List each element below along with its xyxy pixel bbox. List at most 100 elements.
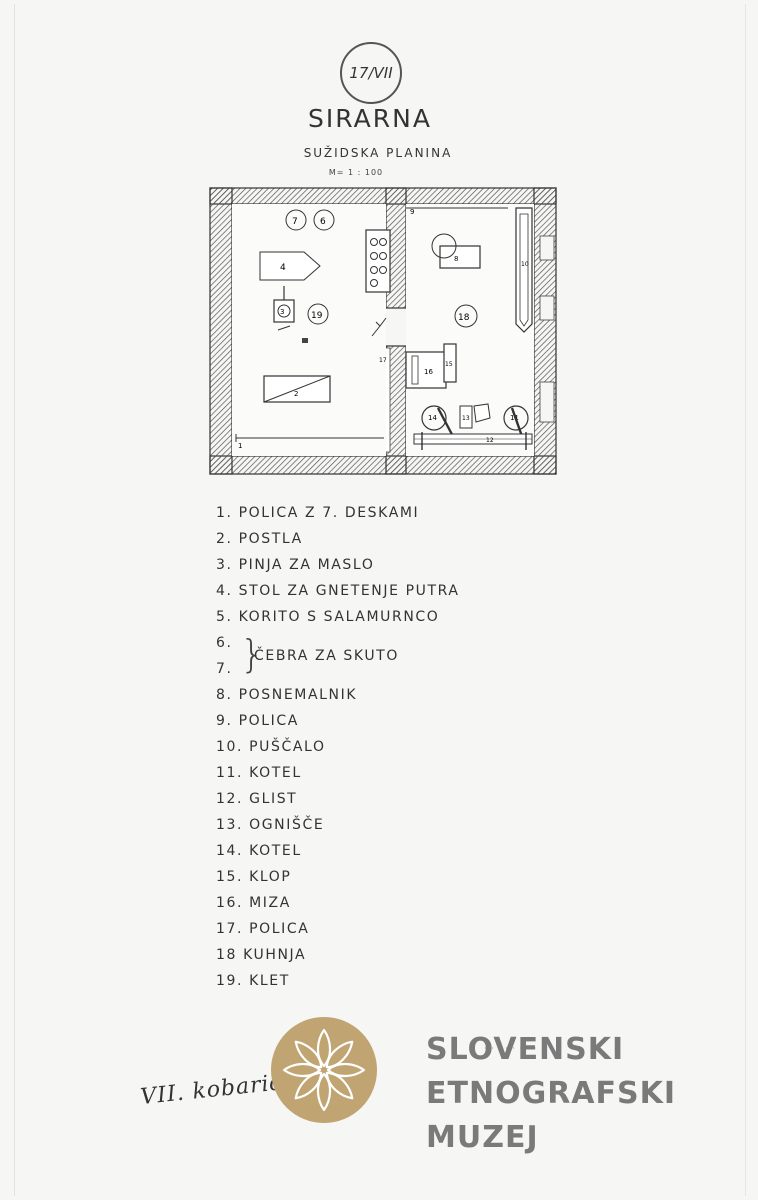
logo-flower-icon <box>282 1028 366 1112</box>
label-16: 16 <box>424 368 433 376</box>
drawing-title: SIRARNA <box>308 104 432 133</box>
logo-circle <box>271 1017 377 1123</box>
petal <box>294 1040 323 1069</box>
label-1: 1 <box>238 442 242 450</box>
catalog-number-circle: 17/VII <box>340 42 402 104</box>
legend-item: 7. <box>216 661 233 677</box>
label-17: 17 <box>379 357 387 364</box>
legend-item: 2. POSTLA <box>216 531 303 547</box>
wall-north <box>209 187 557 205</box>
legend-item: 16. MIZA <box>216 895 291 911</box>
room-klet <box>232 204 386 456</box>
legend-item: 17. POLICA <box>216 921 310 937</box>
kettle-14 <box>421 405 447 431</box>
table-drawer <box>411 355 419 385</box>
window-east-1 <box>539 235 555 261</box>
table <box>405 351 447 389</box>
trough-hole <box>379 266 387 274</box>
petal <box>325 1071 354 1100</box>
label-18: 18 <box>458 313 470 323</box>
label-4: 4 <box>280 263 286 273</box>
label-3: 3 <box>280 308 284 316</box>
kettle-11 <box>503 405 529 431</box>
skimmer <box>439 245 481 269</box>
churn-barrel <box>277 304 291 318</box>
drain-trough-inner <box>519 213 529 327</box>
kneading-table <box>259 251 321 281</box>
window-east-2 <box>539 295 555 321</box>
label-13: 13 <box>462 415 470 422</box>
petal <box>326 1062 366 1078</box>
kuhnja-room-marker <box>454 304 478 328</box>
trough-hole <box>379 238 387 246</box>
trough-hole <box>370 266 378 274</box>
legend-brace-group: 6. 7. } ČEBRA ZA SKUTO <box>216 630 536 682</box>
label-7: 7 <box>292 217 298 227</box>
legend-item: 1. POLICA Z 7. DESKAMI <box>216 505 420 521</box>
floor-plan: 7 6 4 3 19 2 1 17 9 8 10 18 16 15 13 14 <box>209 187 557 475</box>
tub-6 <box>313 209 335 231</box>
label-9: 9 <box>410 208 414 216</box>
paper-sheet <box>14 4 746 1196</box>
walls <box>209 187 557 475</box>
label-2: 2 <box>294 390 298 398</box>
petal <box>316 1028 332 1068</box>
legend-brace-text: ČEBRA ZA SKUTO <box>254 648 399 664</box>
legend-item: 9. POLICA <box>216 713 299 729</box>
museum-logo-icon <box>271 1017 377 1123</box>
label-19: 19 <box>311 311 323 321</box>
trough-hole <box>379 252 387 260</box>
petal <box>316 1072 332 1112</box>
churn-leg <box>277 325 291 331</box>
wall-south <box>209 455 557 475</box>
legend-item: 18 KUHNJA <box>216 947 307 963</box>
faint-stamp: · · · · · · · · · <box>484 1044 545 1053</box>
legend-item: 3. PINJA ZA MASLO <box>216 557 375 573</box>
petal <box>294 1071 323 1100</box>
legend-item: 15. KLOP <box>216 869 292 885</box>
logo-line-2: ETNOGRAFSKI <box>426 1076 677 1111</box>
door-swing-arrow <box>371 317 387 337</box>
window-east-3 <box>539 381 555 423</box>
petal <box>325 1040 354 1069</box>
klet-room-marker <box>307 303 329 325</box>
legend-item: 14. KOTEL <box>216 843 302 859</box>
label-6: 6 <box>320 217 326 227</box>
drawing-scale: M= 1 : 100 <box>328 168 384 177</box>
label-14: 14 <box>428 414 437 422</box>
label-12: 12 <box>486 437 494 444</box>
trough-hole <box>370 279 378 287</box>
label-15: 15 <box>445 361 453 368</box>
wall-west <box>209 187 233 475</box>
legend-item: 5. KORITO S SALAMURNCO <box>216 609 440 625</box>
legend-item: 8. POSNEMALNIK <box>216 687 358 703</box>
petal <box>282 1062 322 1078</box>
legend: 1. POLICA Z 7. DESKAMI 2. POSTLA 3. PINJ… <box>216 500 536 994</box>
drain-trough <box>515 207 533 333</box>
legend-item: 4. STOL ZA GNETENJE PUTRA <box>216 583 460 599</box>
legend-item: 12. GLIST <box>216 791 298 807</box>
skimmer-bowl <box>431 233 457 259</box>
logo-line-1: SLOVENSKI <box>426 1032 625 1067</box>
legend-item: 10. PUŠČALO <box>216 739 326 755</box>
brace-symbol: } <box>240 632 266 676</box>
label-10: 10 <box>521 261 529 268</box>
trough-hole <box>370 252 378 260</box>
legend-item: 13. OGNIŠČE <box>216 817 325 833</box>
bench <box>443 343 457 383</box>
small-object <box>302 338 308 343</box>
catalog-number: 17/VII <box>349 64 393 82</box>
hearth-stone <box>473 403 491 423</box>
brine-trough <box>365 229 391 293</box>
legend-item: 6. <box>216 635 233 651</box>
logo-line-3: MUZEJ <box>426 1120 539 1155</box>
trough-hole <box>370 238 378 246</box>
museum-logo-text: SLOVENSKI ETNOGRAFSKI MUZEJ <box>426 1028 676 1160</box>
bed-diagonal <box>263 375 331 403</box>
legend-item: 11. KOTEL <box>216 765 302 781</box>
legend-item: 19. KLET <box>216 973 290 989</box>
label-8: 8 <box>454 255 458 263</box>
wall-east <box>533 187 557 475</box>
drawing-subtitle: SUŽIDSKA PLANINA <box>303 146 453 160</box>
tub-7 <box>285 209 307 231</box>
